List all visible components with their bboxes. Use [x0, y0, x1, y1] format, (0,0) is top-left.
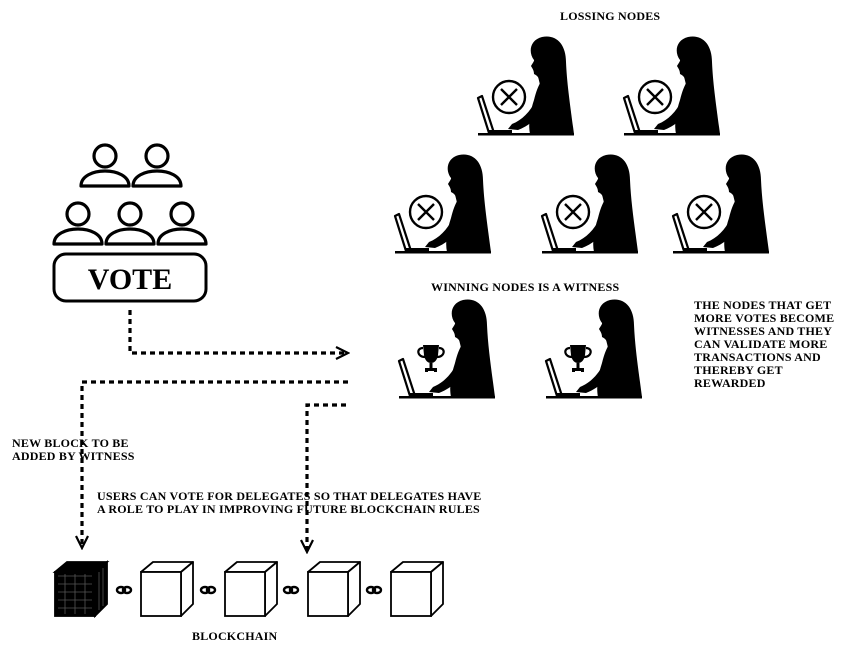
trophy-icon [417, 343, 445, 375]
witness-explanation: THE NODES THAT GET MORE VOTES BECOME WIT… [694, 298, 835, 390]
x-mark-icon [491, 79, 527, 115]
vote-label: VOTE [88, 263, 172, 296]
winning-node [397, 298, 497, 400]
chain-link-icon [115, 585, 133, 595]
voter-icon [104, 201, 156, 246]
chain-link-icon [282, 585, 300, 595]
losing-nodes-title: LOSSING NODES [560, 9, 661, 23]
voter-icon [52, 201, 104, 246]
block-icon [307, 561, 361, 617]
blockchain-caption: BLOCKCHAIN [192, 629, 278, 643]
new-block-icon [52, 560, 110, 619]
winning-nodes [397, 298, 644, 400]
x-mark-icon [555, 194, 591, 230]
users-vote-caption: USERS CAN VOTE FOR DELEGATES SO THAT DEL… [97, 489, 482, 516]
witness-to-chain-arrow [307, 403, 346, 552]
trophy-icon [564, 343, 592, 375]
connectors [82, 310, 348, 552]
losing-node [476, 35, 576, 137]
losing-node [540, 153, 640, 255]
blockchain [52, 560, 444, 619]
losing-nodes [393, 35, 771, 255]
chain-link-icon [365, 585, 383, 595]
witness-to-new-block-arrow [82, 380, 348, 548]
new-block-caption: NEW BLOCK TO BE ADDED BY WITNESS [12, 436, 135, 463]
chain-link-icon [199, 585, 217, 595]
voter-group: VOTE [52, 143, 208, 303]
x-mark-icon [408, 194, 444, 230]
x-mark-icon [686, 194, 722, 230]
vote-to-nodes-arrow [128, 310, 348, 353]
losing-node [393, 153, 493, 255]
winning-nodes-title: WINNING NODES IS A WITNESS [431, 280, 620, 294]
x-mark-icon [637, 79, 673, 115]
vote-box [52, 252, 208, 303]
losing-node [671, 153, 771, 255]
voter-icon [131, 143, 183, 188]
block-icon [390, 561, 444, 617]
voter-icon [79, 143, 131, 188]
winning-node [544, 298, 644, 400]
voter-icon [156, 201, 208, 246]
block-icon [224, 561, 278, 617]
block-icon [140, 561, 194, 617]
losing-node [622, 35, 722, 137]
